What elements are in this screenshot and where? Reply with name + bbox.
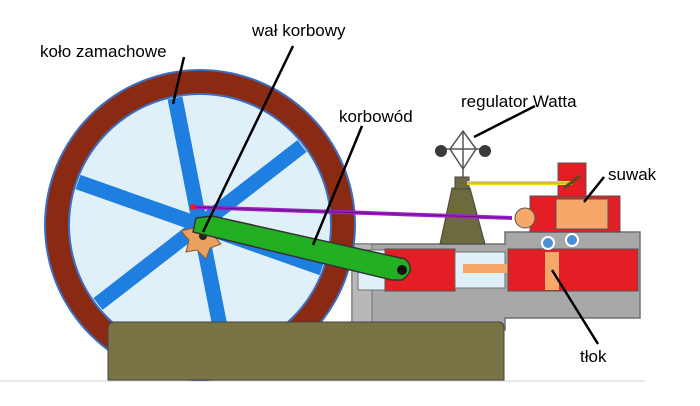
label-governor: regulator Watta	[461, 92, 577, 111]
governor-ball-right	[479, 145, 491, 157]
governor-ball-left	[435, 145, 447, 157]
steam-chest	[514, 162, 621, 250]
label-slide-valve: suwak	[608, 165, 657, 184]
connecting-rod	[192, 215, 411, 281]
label-piston: tłok	[580, 347, 607, 366]
label-flywheel: koło zamachowe	[40, 42, 167, 61]
label-connecting-rod: korbowód	[339, 107, 413, 126]
label-crankshaft: wał korbowy	[251, 21, 346, 40]
leader-lines	[171, 45, 605, 345]
